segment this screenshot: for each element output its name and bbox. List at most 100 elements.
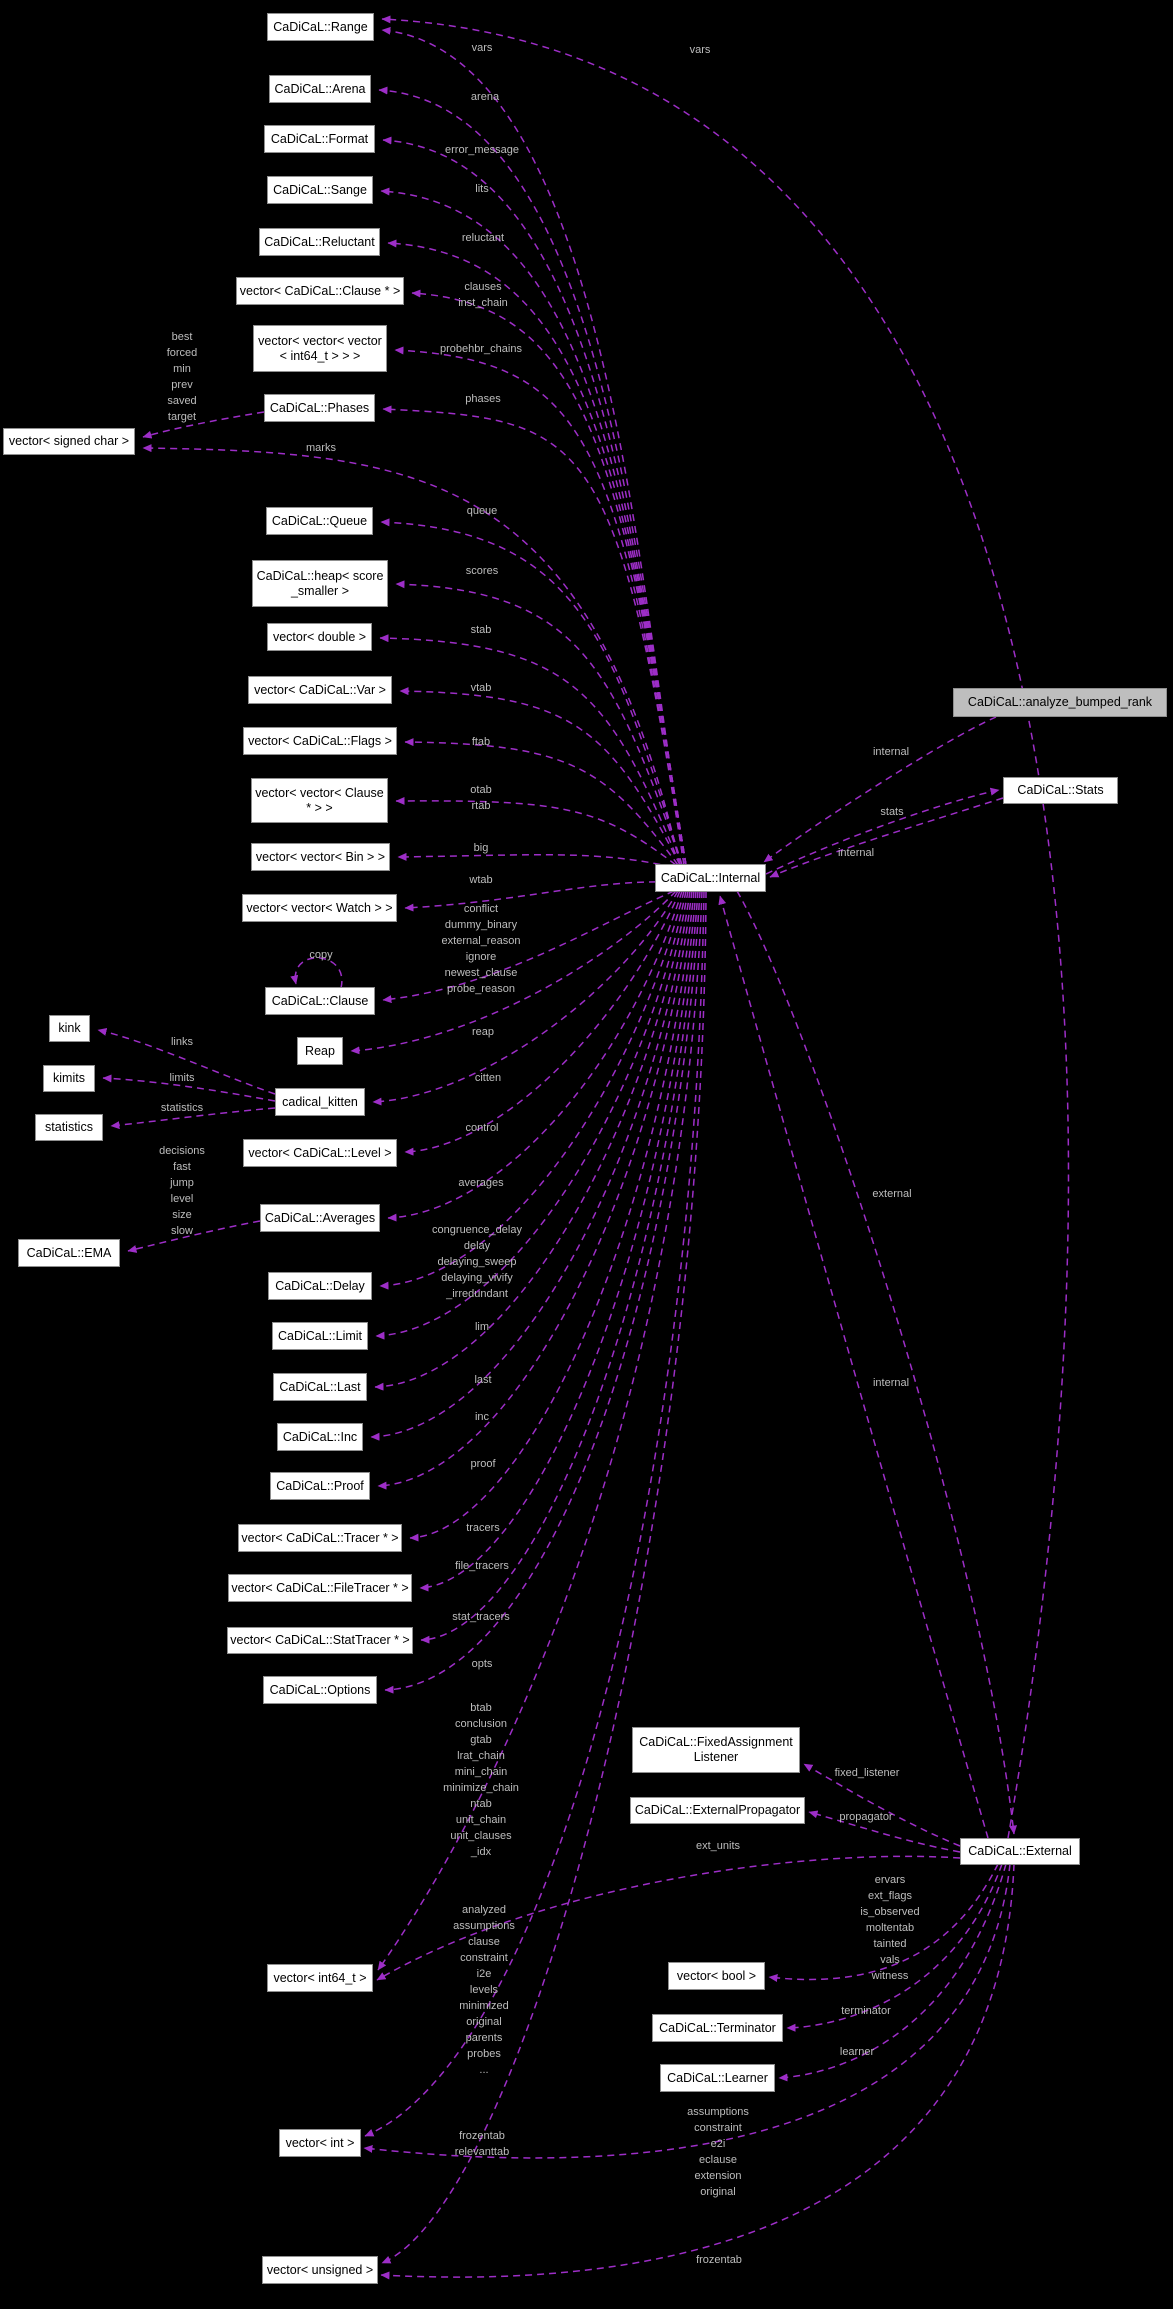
edge-label-big: big bbox=[473, 842, 489, 854]
edge-label-internal1: internal bbox=[872, 746, 910, 758]
edge-label-error_message: error_message bbox=[445, 144, 519, 156]
node-queue[interactable]: CaDiCaL::Queue bbox=[266, 507, 373, 535]
node-vecClausePtr[interactable]: vector< CaDiCaL::Clause * > bbox=[236, 277, 404, 305]
edge-label-limits: limits bbox=[169, 1072, 195, 1084]
node-vecVar[interactable]: vector< CaDiCaL::Var > bbox=[248, 676, 392, 704]
node-kimits[interactable]: kimits bbox=[43, 1065, 95, 1092]
edge-30 bbox=[374, 890, 689, 1391]
node-vecInt[interactable]: vector< int > bbox=[279, 2129, 361, 2157]
edge-42 bbox=[769, 797, 1004, 878]
edge-21 bbox=[372, 890, 679, 1106]
edge-label-arena_l: arena bbox=[470, 91, 500, 103]
edge-34 bbox=[419, 890, 697, 1592]
edge-36 bbox=[384, 890, 701, 1694]
edge-7 bbox=[382, 405, 685, 866]
edge-label-ftab: ftab bbox=[471, 736, 491, 748]
node-kitten[interactable]: cadical_kitten bbox=[275, 1088, 365, 1116]
edge-1 bbox=[378, 86, 687, 866]
edge-label-btab_block: btab conclusion gtab lrat_chain mini_cha… bbox=[443, 1702, 519, 1858]
edge-label-ervars_block: ervars ext_flags is_observed moltentab t… bbox=[860, 1874, 920, 1982]
edge-49 bbox=[768, 1863, 999, 1982]
node-vecDouble[interactable]: vector< double > bbox=[267, 623, 372, 651]
edge-label-statistics_l: statistics bbox=[160, 1102, 204, 1114]
node-heapScore[interactable]: CaDiCaL::heap< score _smaller > bbox=[252, 560, 388, 607]
node-delay[interactable]: CaDiCaL::Delay bbox=[268, 1272, 372, 1300]
node-inc[interactable]: CaDiCaL::Inc bbox=[277, 1423, 363, 1451]
edge-label-internal3: internal bbox=[872, 1377, 910, 1389]
edge-26 bbox=[387, 890, 683, 1222]
node-range[interactable]: CaDiCaL::Range bbox=[267, 13, 374, 41]
edge-label-ext_units: ext_units bbox=[695, 1840, 741, 1852]
edge-label-averages_l: averages bbox=[458, 1177, 504, 1189]
edge-28 bbox=[379, 890, 685, 1290]
edge-label-opts: opts bbox=[471, 1658, 493, 1670]
edge-label-stab: stab bbox=[470, 624, 492, 636]
edge-19 bbox=[290, 957, 343, 989]
edge-3 bbox=[380, 187, 687, 866]
node-last[interactable]: CaDiCaL::Last bbox=[273, 1373, 367, 1401]
edge-18 bbox=[382, 890, 675, 1004]
node-fixedListener[interactable]: CaDiCaL::FixedAssignment Listener bbox=[632, 1727, 800, 1773]
node-learner[interactable]: CaDiCaL::Learner bbox=[660, 2064, 775, 2092]
node-sange[interactable]: CaDiCaL::Sange bbox=[267, 176, 373, 204]
edge-13 bbox=[399, 687, 681, 866]
edge-label-citten: citten bbox=[474, 1072, 502, 1084]
node-vecVecVecInt64[interactable]: vector< vector< vector < int64_t > > > bbox=[253, 325, 387, 372]
edge-label-fixed_listener: fixed_listener bbox=[834, 1767, 900, 1779]
node-kink[interactable]: kink bbox=[49, 1015, 90, 1042]
node-vecVecClause[interactable]: vector< vector< Clause * > > bbox=[251, 778, 388, 823]
node-ema[interactable]: CaDiCaL::EMA bbox=[18, 1239, 120, 1267]
edge-48 bbox=[376, 1855, 961, 1981]
edge-46 bbox=[803, 1763, 961, 1847]
node-arena[interactable]: CaDiCaL::Arena bbox=[269, 75, 371, 103]
edge-39 bbox=[381, 890, 707, 2264]
edge-5 bbox=[411, 289, 687, 866]
edge-label-copy: copy bbox=[309, 949, 333, 961]
node-vecVecWatch[interactable]: vector< vector< Watch > > bbox=[242, 894, 397, 922]
node-proof[interactable]: CaDiCaL::Proof bbox=[270, 1472, 370, 1500]
edge-29 bbox=[375, 890, 687, 1340]
edge-47 bbox=[808, 1810, 961, 1853]
node-options[interactable]: CaDiCaL::Options bbox=[263, 1676, 377, 1704]
node-internal[interactable]: CaDiCaL::Internal bbox=[655, 864, 766, 892]
edge-label-lim: lim bbox=[474, 1321, 490, 1333]
edge-label-congruence_block: congruence_delay delay delaying_sweep de… bbox=[432, 1224, 522, 1300]
node-terminator[interactable]: CaDiCaL::Terminator bbox=[652, 2014, 783, 2042]
edge-38 bbox=[364, 890, 705, 2137]
node-vecLevel[interactable]: vector< CaDiCaL::Level > bbox=[243, 1139, 397, 1167]
edge-label-propagator: propagator bbox=[839, 1811, 893, 1823]
node-stats[interactable]: CaDiCaL::Stats bbox=[1003, 777, 1118, 804]
edge-label-assumptions_block: assumptions constraint e2i eclause exten… bbox=[687, 2106, 749, 2198]
node-averages[interactable]: CaDiCaL::Averages bbox=[260, 1204, 380, 1232]
node-vecUnsigned[interactable]: vector< unsigned > bbox=[262, 2256, 378, 2284]
edge-label-lits: lits bbox=[475, 183, 489, 195]
node-phases[interactable]: CaDiCaL::Phases bbox=[264, 394, 375, 422]
edge-6 bbox=[394, 346, 685, 866]
node-clause[interactable]: CaDiCaL::Clause bbox=[265, 987, 375, 1015]
node-limit[interactable]: CaDiCaL::Limit bbox=[272, 1322, 368, 1350]
node-vecInt64[interactable]: vector< int64_t > bbox=[267, 1964, 373, 1992]
node-external[interactable]: CaDiCaL::External bbox=[960, 1838, 1080, 1865]
node-vecStatTracer[interactable]: vector< CaDiCaL::StatTracer * > bbox=[227, 1627, 413, 1654]
node-vecBool[interactable]: vector< bool > bbox=[668, 1962, 765, 1990]
edge-label-inc_l: inc bbox=[474, 1411, 490, 1423]
node-vecFileTracer[interactable]: vector< CaDiCaL::FileTracer * > bbox=[228, 1574, 412, 1602]
edge-label-learner_l: learner bbox=[839, 2046, 875, 2058]
node-vecTracer[interactable]: vector< CaDiCaL::Tracer * > bbox=[238, 1524, 402, 1552]
edge-label-reap_l: reap bbox=[471, 1026, 495, 1038]
node-vecSignedChar[interactable]: vector< signed char > bbox=[3, 428, 135, 455]
node-statistics[interactable]: statistics bbox=[35, 1114, 103, 1141]
node-vecFlags[interactable]: vector< CaDiCaL::Flags > bbox=[243, 727, 397, 755]
edge-35 bbox=[420, 890, 699, 1644]
node-vecVecBin[interactable]: vector< vector< Bin > > bbox=[251, 843, 390, 871]
node-reap[interactable]: Reap bbox=[297, 1037, 343, 1065]
edge-51 bbox=[778, 1863, 1007, 2082]
node-extProp[interactable]: CaDiCaL::ExternalPropagator bbox=[630, 1797, 805, 1824]
edge-10 bbox=[380, 518, 683, 866]
edge-label-clauses_block: clauses inst_chain bbox=[458, 281, 508, 309]
node-reluctant[interactable]: CaDiCaL::Reluctant bbox=[259, 228, 380, 256]
node-format[interactable]: CaDiCaL::Format bbox=[264, 125, 375, 153]
edge-label-stats_lbl: stats bbox=[880, 806, 904, 818]
